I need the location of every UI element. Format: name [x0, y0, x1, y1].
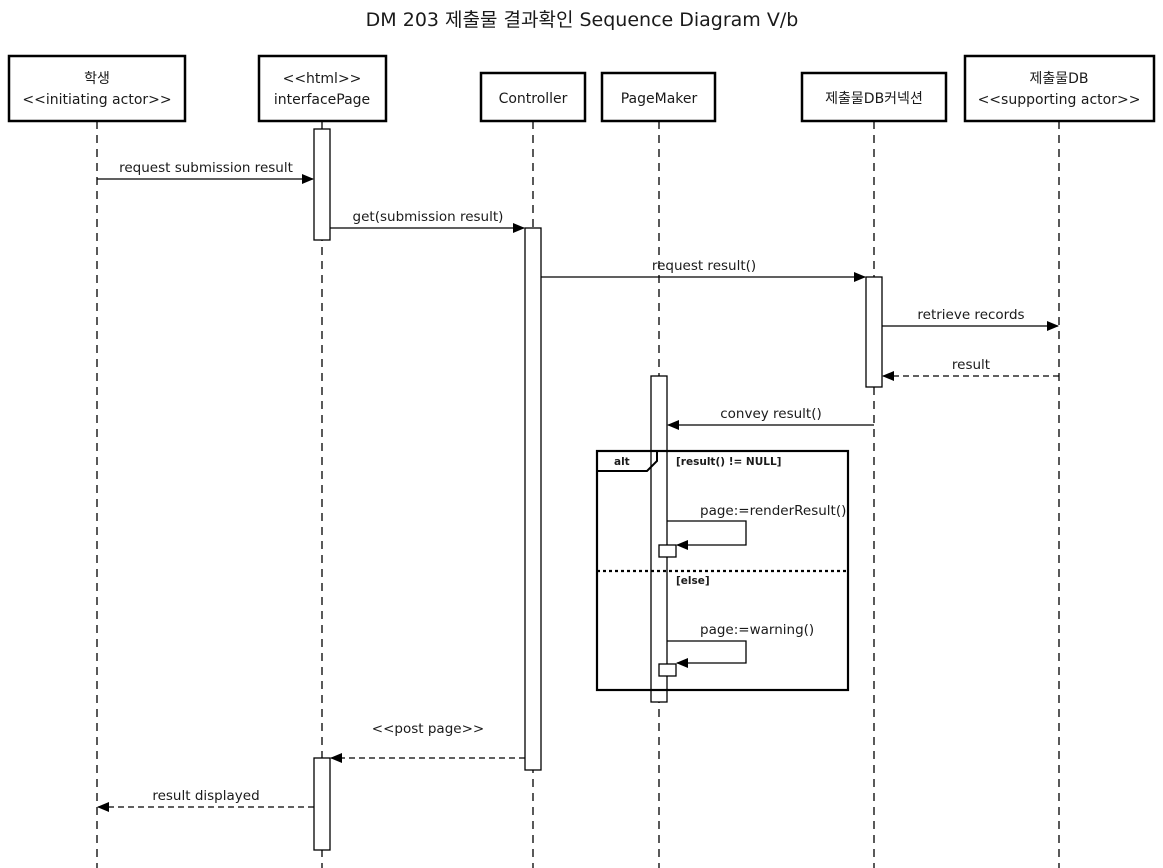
activation-pagemaker-self-1 — [658, 544, 677, 558]
participant-db: 제출물DB <<supporting actor>> — [963, 54, 1156, 123]
message-self-arrow — [667, 640, 747, 668]
message-retrieve-records: retrieve records — [882, 307, 1059, 331]
participant-dbconn-name: 제출물DB커넥션 — [825, 91, 923, 107]
activation-controller — [524, 227, 542, 771]
message-label: get(submission result) — [353, 209, 504, 225]
message-get-submission-result: get(submission result) — [330, 209, 525, 233]
message-label: <<post page>> — [372, 721, 484, 737]
alt-fragment-tab — [597, 451, 658, 472]
alt-fragment-keyword: alt — [614, 456, 630, 468]
message-request-submission-result: request submission result — [97, 160, 314, 184]
participant-controller: Controller — [479, 71, 587, 123]
diagram-title: DM 203 제출물 결과확인 Sequence Diagram V/b — [366, 9, 799, 31]
participant-db-stereotype: <<supporting actor>> — [978, 92, 1141, 108]
participant-interface-name: interfacePage — [274, 92, 370, 108]
message-convey-result: convey result() — [667, 406, 874, 430]
message-label: result — [952, 357, 990, 373]
activation-interface-1 — [313, 128, 331, 241]
participant-student: 학생 <<initiating actor>> — [7, 54, 187, 123]
message-result-displayed: result displayed — [97, 788, 314, 812]
activation-pagemaker-self-2 — [658, 663, 677, 677]
participant-pagemaker: PageMaker — [600, 71, 717, 123]
lifelines — [96, 121, 1060, 868]
message-result-return: result — [882, 357, 1059, 381]
message-self-arrow — [667, 520, 747, 550]
participant-interface: <<html>> interfacePage — [257, 54, 388, 123]
participant-pagemaker-name: PageMaker — [621, 91, 698, 107]
participant-db-name: 제출물DB — [1029, 71, 1088, 87]
message-label: page:=renderResult() — [700, 503, 846, 519]
activation-interface-2 — [313, 757, 331, 851]
alt-guard-not-null: [result() != NULL] — [676, 456, 781, 468]
activations — [313, 128, 883, 851]
message-request-result: request result() — [541, 258, 866, 282]
activation-pagemaker — [650, 375, 668, 703]
message-warning: page:=warning() — [667, 622, 814, 668]
participant-controller-name: Controller — [499, 91, 568, 107]
participant-dbconn: 제출물DB커넥션 — [800, 71, 948, 123]
message-post-page: <<post page>> — [330, 721, 525, 763]
message-render-result: page:=renderResult() — [667, 503, 846, 550]
participant-student-name: 학생 — [84, 71, 110, 87]
participant-interface-stereotype: <<html>> — [283, 71, 362, 87]
participant-student-stereotype: <<initiating actor>> — [22, 92, 171, 108]
alt-guard-else: [else] — [676, 575, 710, 587]
message-label: request result() — [652, 258, 756, 274]
message-label: request submission result — [119, 160, 293, 176]
alt-fragment: alt [result() != NULL] [else] — [595, 449, 850, 692]
message-label: page:=warning() — [700, 622, 814, 638]
message-label: convey result() — [720, 406, 822, 422]
message-label: result displayed — [152, 788, 259, 804]
activation-dbconn — [865, 276, 883, 388]
message-label: retrieve records — [917, 307, 1024, 323]
